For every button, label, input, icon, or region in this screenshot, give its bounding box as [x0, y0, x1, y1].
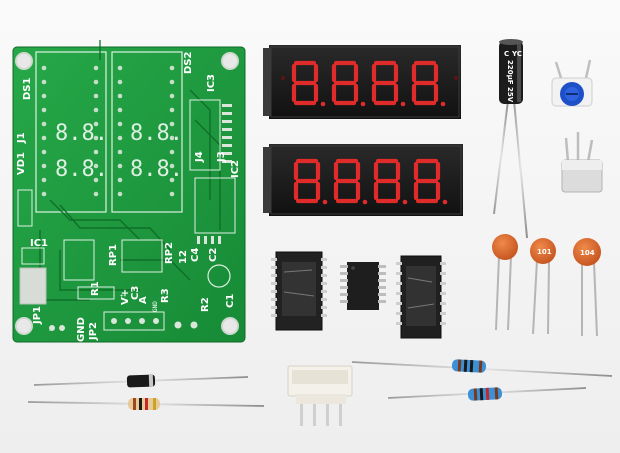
label-c3: C3 [130, 286, 141, 300]
label-r2: R2 [200, 297, 211, 312]
label-jp1: JP1 [32, 306, 43, 325]
label-gnd: GND [76, 317, 87, 342]
ceramic-mark-104: 104 [580, 249, 595, 257]
ic-soic-middle [340, 262, 386, 310]
label-j1: J1 [16, 132, 27, 144]
label-c1: C1 [225, 294, 236, 308]
voltage-regulator [561, 132, 603, 193]
label-ds2: DS2 [183, 51, 194, 74]
label-ic2: IC2 [230, 160, 241, 178]
label-ds1: DS1 [22, 77, 33, 100]
label-minus: - [48, 327, 52, 334]
label-vd1: VD1 [16, 152, 27, 175]
mounting-hole [15, 52, 239, 335]
seven-segment-display-bottom [263, 144, 463, 216]
label-j3: J3 [216, 151, 227, 163]
resistor-blue-2 [387, 387, 587, 401]
label-j4: J4 [194, 151, 205, 163]
ceramic-capacitor-104: 104 [573, 238, 601, 337]
svg-text:8.8.: 8.8. [55, 157, 108, 182]
resistor-beige [27, 398, 265, 410]
label-ic1: IC1 [30, 238, 48, 249]
cap-mark-c: C [504, 50, 509, 58]
label-ic3: IC3 [206, 74, 217, 92]
label-jp2: JP2 [88, 322, 99, 341]
label-r1: R1 [90, 281, 101, 296]
label-rp2: RP2 [164, 242, 175, 264]
seven-segment-display-top [263, 45, 461, 119]
svg-text:8.8.: 8.8. [55, 121, 108, 146]
label-plus: + [120, 293, 124, 300]
electrolytic-capacitor: C YC 220µF 25V [493, 39, 528, 239]
resistor-blue-1 [351, 359, 613, 377]
label-c4: C4 [190, 248, 201, 262]
cap-mark-value: 220µF 25V [506, 60, 514, 103]
header-connector [287, 365, 353, 426]
svg-text:8.8.: 8.8. [130, 121, 183, 146]
diode [33, 374, 249, 388]
pcb-board: 8.8. 8.8. 8.8. 8.8. [12, 40, 246, 343]
label-gnd-small: GND [152, 301, 159, 312]
label-a: A [138, 296, 149, 304]
label-12: 12 [178, 250, 189, 264]
ic-in-socket-left [271, 251, 327, 331]
ic-in-socket-right [396, 255, 446, 339]
cap-mark-yc: YC [511, 50, 522, 58]
ceramic-capacitor-1 [492, 234, 518, 331]
label-vplus: V+ [120, 289, 131, 305]
ceramic-capacitor-101: 101 [530, 238, 556, 335]
svg-text:8.8.: 8.8. [130, 157, 183, 182]
label-r3: R3 [160, 288, 171, 303]
label-c2: C2 [208, 248, 219, 262]
label-rp1: RP1 [108, 244, 119, 266]
trimmer-potentiometer [551, 59, 593, 107]
ceramic-mark-101: 101 [537, 248, 552, 256]
